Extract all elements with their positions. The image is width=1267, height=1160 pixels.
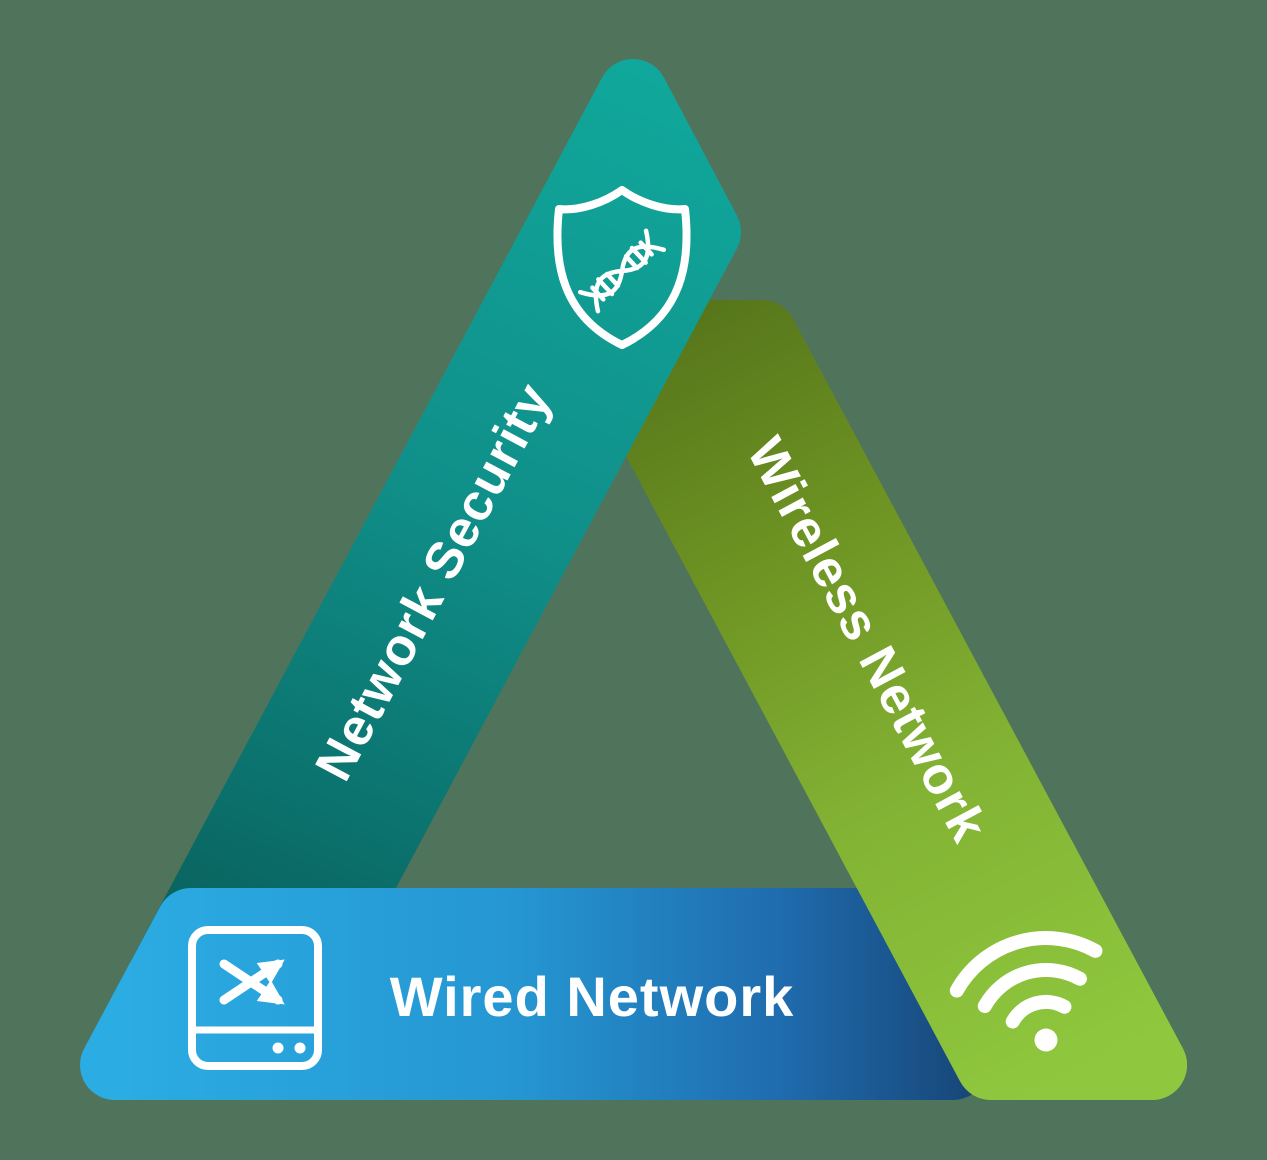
wifi-icon [949,931,1103,1052]
band-label-wired-network: Wired Network [390,965,795,1028]
wireless-network-band-corner-overlap [840,840,1187,1100]
network-switch-icon [188,926,322,1070]
shield-dna-icon [553,186,691,349]
